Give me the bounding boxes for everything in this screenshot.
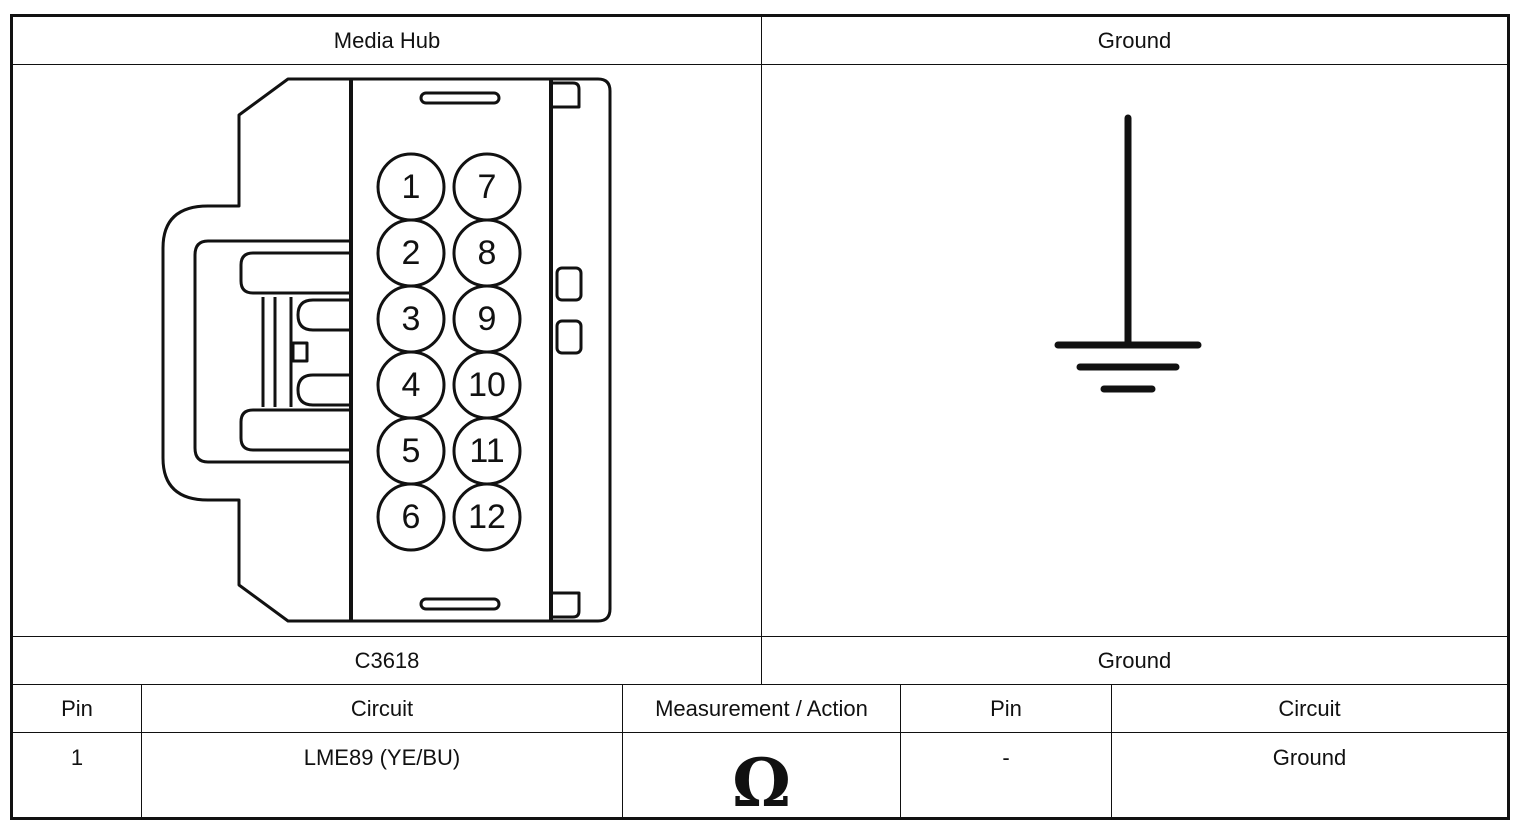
pin-label: 10	[468, 366, 506, 404]
pin-label: 11	[469, 432, 504, 470]
table-header-pin: Pin	[13, 685, 142, 733]
connector-c3618-drawing: 1 2 3 4 5 6 7 8 9 10 11 12	[161, 77, 612, 623]
ground-title: Ground	[762, 17, 1507, 65]
pin-label: 3	[402, 300, 421, 338]
ground-icon	[1054, 114, 1202, 393]
table-row-pin-2: -	[901, 733, 1112, 817]
table-header-circuit-2: Circuit	[1112, 685, 1507, 733]
ground-symbol-cell	[762, 65, 1507, 637]
header-text: Pin	[990, 695, 1022, 721]
connector-id-label: C3618	[13, 637, 762, 685]
ground-label-text: Ground	[1097, 647, 1172, 673]
connector-diagram-cell: 1 2 3 4 5 6 7 8 9 10 11 12	[13, 65, 762, 637]
table-row-measurement: Ω	[623, 733, 901, 817]
diagram-frame: Media Hub Ground	[10, 14, 1510, 820]
row-circuit-2: Ground	[1272, 745, 1347, 770]
pin-label: 6	[402, 498, 421, 536]
pin-label: 5	[402, 432, 421, 470]
header-text: Pin	[61, 695, 93, 721]
header-text: Circuit	[1278, 695, 1341, 721]
header-text: Measurement / Action	[655, 695, 868, 721]
row-pin: 1	[70, 745, 84, 770]
media-hub-title-text: Media Hub	[333, 27, 441, 53]
row-pin-2: -	[1002, 745, 1010, 770]
table-header-pin-2: Pin	[901, 685, 1112, 733]
ground-label: Ground	[762, 637, 1507, 685]
connector-id-text: C3618	[354, 647, 420, 673]
media-hub-title: Media Hub	[13, 17, 762, 65]
pin-label: 9	[478, 300, 497, 338]
table-header-circuit: Circuit	[142, 685, 623, 733]
ohm-icon: Ω	[732, 744, 791, 822]
table-header-measurement: Measurement / Action	[623, 685, 901, 733]
pin-label: 8	[478, 234, 497, 272]
pin-label: 7	[478, 168, 497, 206]
table-row: 1	[13, 733, 142, 817]
header-text: Circuit	[350, 695, 414, 721]
pin-label: 12	[468, 498, 506, 536]
pin-label: 1	[402, 168, 421, 206]
pin-label: 4	[402, 366, 421, 404]
row-circuit: LME89 (YE/BU)	[303, 745, 461, 770]
table-row-circuit: LME89 (YE/BU)	[142, 733, 623, 817]
pin-label: 2	[402, 234, 421, 272]
ground-title-text: Ground	[1097, 27, 1172, 53]
table-row-circuit-2: Ground	[1112, 733, 1507, 817]
